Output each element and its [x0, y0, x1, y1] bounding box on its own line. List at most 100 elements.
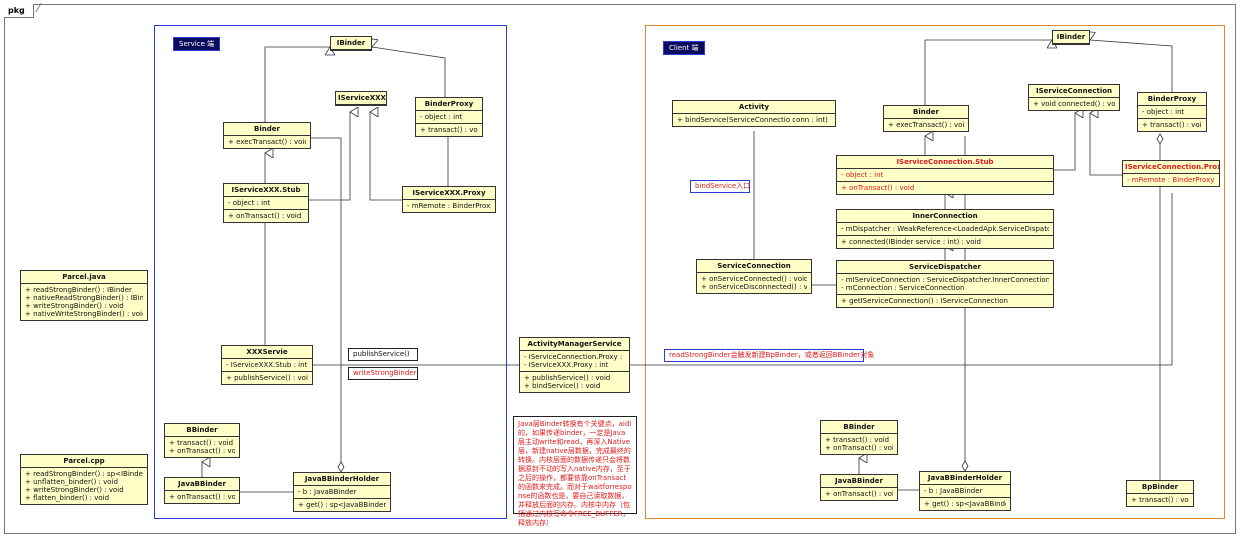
service-javabbinderholder-class: JavaBBinderHolder- b : JavaBBinder+ get(…	[293, 472, 391, 512]
client-javabbinder-class: JavaBBinder+ onTransact() : void	[820, 474, 898, 501]
operation-section: + transact() : void	[1138, 119, 1206, 131]
attribute: - mRemote : BinderProxy	[407, 202, 491, 210]
class-name: IServiceXXX.Proxy	[403, 187, 495, 200]
operation-section: + publishService() : void	[222, 372, 312, 384]
class-name: IServiceXXX	[336, 92, 386, 105]
attribute-section: - object : int	[224, 197, 308, 210]
binder-inherits-ibinder	[264, 47, 330, 122]
operation: + writeStrongBinder() : void	[25, 302, 124, 310]
operation-section: + onTransact() : void	[821, 488, 897, 500]
operation: + transact() : void	[1142, 121, 1202, 129]
proxy-implements-iservicexxx	[370, 112, 402, 201]
operation: + onTransact() : void	[825, 444, 893, 452]
publish-service-note: publishService()	[348, 348, 418, 361]
attribute: - IServiceXXX.Proxy : int	[524, 361, 609, 369]
client-binder-class: Binder + execTransact() : void	[883, 105, 969, 132]
service-proxy-class: IServiceXXX.Proxy - mRemote : BinderProxy	[402, 186, 496, 213]
attribute: - mRemote : BinderProxy	[1127, 176, 1215, 184]
operation-section: + get() : sp<JavaBBinder>	[920, 498, 1010, 510]
service-iservicexxx-interface: IServiceXXX	[335, 91, 387, 106]
operation-section: + onServiceConnected() : void+ onService…	[697, 273, 811, 293]
operation: + transact() : void	[169, 439, 234, 447]
attribute: - object : int	[420, 113, 463, 121]
operation-section: + connected(IBinder service : int) : voi…	[837, 236, 1053, 248]
operation: + writeStrongBinder() : void	[25, 486, 124, 494]
operation: + onTransact() : void	[169, 493, 235, 501]
class-name: Parcel.cpp	[21, 455, 147, 468]
operation: + connected(IBinder service : int) : voi…	[841, 238, 981, 246]
class-name: Binder	[884, 106, 968, 119]
operation-section: + execTransact() : void	[884, 119, 968, 131]
operation: + get() : sp<JavaBBinder>	[298, 501, 386, 509]
operation-section: + onTransact() : void	[165, 491, 239, 503]
class-name: Parcel.java	[21, 271, 147, 284]
operation: + readStrongBinder() : sp<IBinder>	[25, 470, 143, 478]
class-name: BBinder	[821, 421, 897, 434]
client-region-title: Client 端	[663, 41, 705, 55]
service-bbinder-class: BBinder+ transact() : void+ onTransact()…	[164, 423, 240, 458]
xxxservie-class: XXXServie- IServiceXXX.Stub : int+ publi…	[221, 345, 313, 385]
attribute: - object : int	[228, 199, 271, 207]
operation: + transact() : void	[420, 126, 478, 134]
service-stub-class: IServiceXXX.Stub- object : int+ onTransa…	[223, 183, 309, 223]
client-binderproxy-class: BinderProxy - object : int + transact() : …	[1137, 92, 1207, 132]
aggregation-diamond	[337, 461, 345, 473]
service-binderproxy-class: BinderProxy - object : int + transact() : …	[415, 97, 483, 137]
operation: + onTransact() : void	[169, 447, 235, 455]
operation: + onTransact() : void	[228, 212, 302, 220]
class-name: IBinder	[331, 37, 371, 50]
inner-connection-class: InnerConnection- mDispatcher : WeakRefer…	[836, 209, 1054, 249]
read-strong-binder-note: readStrongBinder会触发新建BpBinder，或者返回BBinde…	[664, 349, 874, 362]
class-name: Binder	[224, 123, 310, 136]
attribute: - IServiceConnection.Proxy : int	[524, 353, 625, 361]
holder-to-binder	[311, 137, 342, 472]
class-name: JavaBBinder	[821, 475, 897, 488]
class-name: BinderProxy	[1138, 93, 1206, 106]
parcel-java-class: Parcel.java+ readStrongBinder() : IBinde…	[20, 270, 148, 321]
client-bpbinder-class: BpBinder+ transact() : void	[1126, 480, 1194, 507]
client-iserviceconnection-interface: IServiceConnection+ void connected() : v…	[1028, 84, 1120, 111]
attribute: - object : int	[841, 171, 884, 179]
operation: + nativeReadStrongBinder() : IBinder	[25, 294, 143, 302]
attribute-section: - object : int	[416, 111, 482, 124]
activity-class: Activity+ bindService(ServiceConnectio c…	[672, 100, 836, 127]
operation-section: + execTransact() : void	[224, 136, 310, 148]
class-name: ActivityManagerService	[520, 338, 629, 351]
class-name: ServiceConnection	[697, 260, 811, 273]
service-dispatcher-class: ServiceDispatcher- mIServiceConnection :…	[836, 260, 1054, 308]
operation: + transact() : void	[825, 436, 890, 444]
attribute-section: - IServiceConnection.Proxy : int- IServi…	[520, 351, 629, 372]
service-binder-class: Binder+ execTransact() : void	[223, 122, 311, 149]
operation: + getIServiceConnection() : IServiceConn…	[841, 297, 1008, 305]
stub-implements-iservicexxx	[309, 112, 350, 201]
class-name: JavaBBinderHolder	[920, 472, 1010, 485]
operation-section: + void connected() : void	[1029, 98, 1119, 110]
class-name: BpBinder	[1127, 481, 1193, 494]
client-proxy-implements-iserviceconnection	[1090, 113, 1122, 176]
client-region	[645, 25, 1225, 519]
client-ibinder-interface: IBinder	[1052, 30, 1090, 45]
attribute: - object : int	[1142, 108, 1185, 116]
service-connection-class: ServiceConnection+ onServiceConnected() …	[696, 259, 812, 294]
operation: + bindService(ServiceConnectio conn : in…	[677, 116, 831, 124]
attribute: - mDispatcher : WeakReference<LoadedApk.…	[841, 225, 1049, 233]
operation-section: + onTransact() : void	[224, 210, 308, 222]
operation-section: + get() : sp<JavaBBinder>	[294, 499, 390, 511]
client-javabbinderholder-class: JavaBBinderHolder- b : JavaBBinder+ get(…	[919, 471, 1011, 511]
attribute: - b : JavaBBinder	[298, 488, 357, 496]
class-name: BinderProxy	[416, 98, 482, 111]
class-name: IServiceConnection.Proxy	[1123, 161, 1219, 174]
attribute-section: - object : int	[837, 169, 1053, 182]
ams-to-client-proxy	[630, 193, 1173, 366]
operation: + execTransact() : void	[888, 121, 964, 129]
aggregation-diamond	[1156, 133, 1164, 145]
operation-section: + transact() : void	[1127, 494, 1193, 506]
attribute: - IServiceXXX.Stub : int	[226, 361, 308, 369]
operation-section: + transact() : void	[416, 124, 482, 136]
class-name: ServiceDispatcher	[837, 261, 1053, 274]
service-region-title: Service 端	[173, 37, 221, 51]
operation-section: + transact() : void+ onTransact() : void	[821, 434, 897, 454]
operation: + onServiceDisconnected() : void	[701, 283, 807, 291]
class-name: IServiceConnection.Stub	[837, 156, 1053, 169]
